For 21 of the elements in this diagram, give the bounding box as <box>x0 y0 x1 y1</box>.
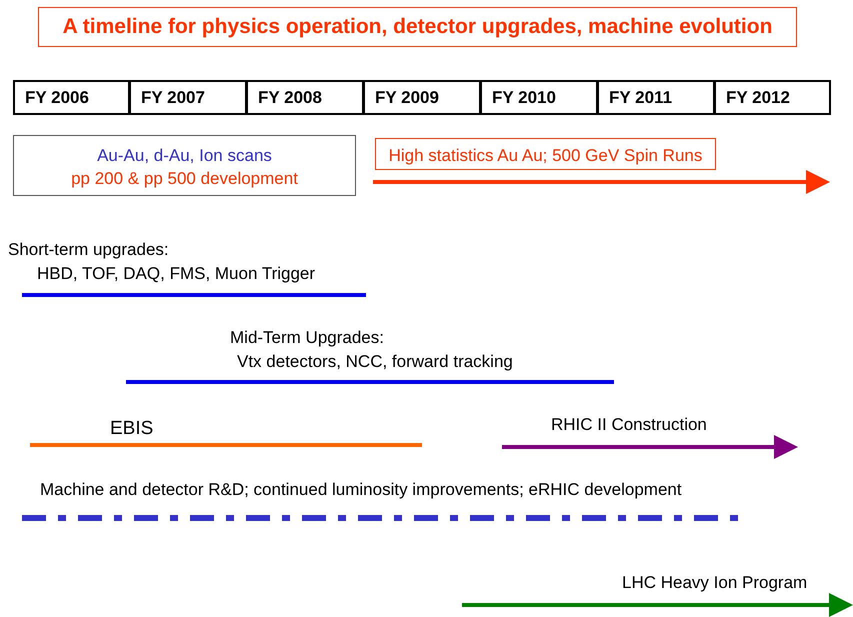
timeline-box <box>375 138 716 170</box>
box-heading: Au-Au, d-Au, Ion scans <box>96 145 273 167</box>
year-cell: FY 2011 <box>598 80 715 115</box>
upgrade-list: HBD, TOF, DAQ, FMS, Muon Trigger <box>37 264 316 284</box>
year-cell: FY 2006 <box>13 80 130 115</box>
bar-label: EBIS <box>110 418 154 440</box>
year-cell: FY 2012 <box>715 80 831 115</box>
bar-label: Machine and detector R&D; continued luminosity improvements; eRHIC development <box>40 480 682 500</box>
box-text: pp 200 & pp 500 development <box>70 168 299 190</box>
section-heading: Mid-Term Upgrades: <box>230 328 384 348</box>
upgrade-list: Vtx detectors, NCC, forward tracking <box>237 352 513 372</box>
bar-label: RHIC II Construction <box>551 415 707 435</box>
year-cell: FY 2007 <box>130 80 247 115</box>
year-cell: FY 2009 <box>364 80 481 115</box>
year-cell: FY 2008 <box>247 80 364 115</box>
year-cell: FY 2010 <box>481 80 598 115</box>
title: A timeline for physics operation, detector upgrades, machine evolution <box>38 7 797 47</box>
section-heading: Short-term upgrades: <box>8 240 169 260</box>
timeline-box <box>13 135 356 196</box>
bar-label: LHC Heavy Ion Program <box>622 573 808 593</box>
box-text: High statistics Au Au; 500 GeV Spin Runs <box>388 145 704 167</box>
